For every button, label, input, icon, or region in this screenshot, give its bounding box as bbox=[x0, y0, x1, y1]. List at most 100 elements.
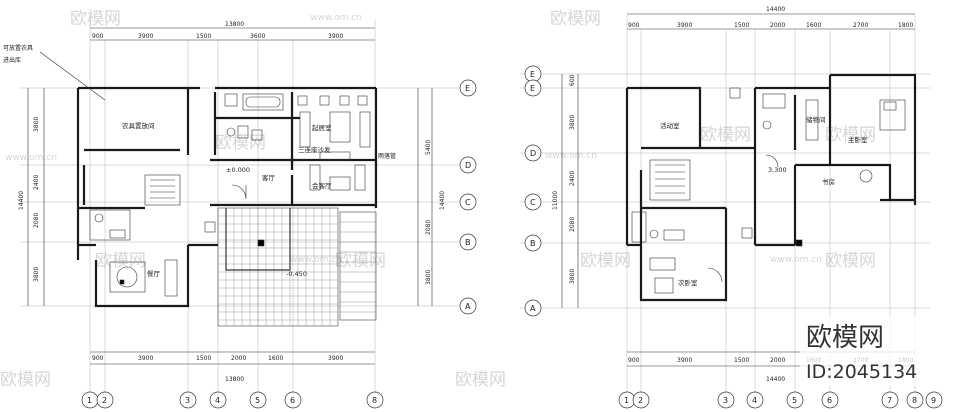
room-label-living: 起居室 bbox=[312, 123, 332, 132]
axis-label: 6 bbox=[290, 396, 295, 405]
watermark-brand: 欧模网 bbox=[0, 370, 51, 390]
note-text: 进出库 bbox=[3, 56, 21, 64]
dim-total: 13800 bbox=[225, 376, 244, 383]
right-top-dimensions: 14400 900 3900 1500 2000 1600 2700 1800 bbox=[627, 6, 915, 30]
dim: 3800 bbox=[33, 267, 40, 282]
left-bottom-dimensions: 900 3900 1500 2000 1600 3900 13800 bbox=[90, 351, 375, 383]
axis-label: A bbox=[530, 304, 536, 313]
dim: 3800 bbox=[569, 269, 576, 284]
dim-total: 14400 bbox=[18, 191, 25, 210]
left-fixtures bbox=[89, 93, 371, 297]
axis-label: C bbox=[530, 198, 536, 207]
dim-total: 14400 bbox=[766, 6, 785, 13]
watermark-site: www.om.cn bbox=[545, 151, 597, 161]
left-floor-plan: 13800 900 3900 1500 3600 3900 3800 2400 … bbox=[3, 20, 477, 409]
level-mark: -0.450 bbox=[286, 270, 307, 278]
room-label-activity: 活动室 bbox=[660, 121, 680, 130]
watermark-site: www.om.cn bbox=[770, 255, 822, 265]
brand-stamp: 欧模网 ID:2045134 bbox=[800, 316, 950, 386]
axis-label: 1 bbox=[87, 396, 92, 405]
dim: 1500 bbox=[196, 33, 211, 40]
dim-total: 14400 bbox=[439, 191, 446, 210]
dim: 900 bbox=[92, 355, 104, 362]
stamp-brand: 欧模网 bbox=[806, 323, 884, 353]
note-text: 可放置农具 bbox=[3, 44, 33, 52]
dim: 1500 bbox=[734, 22, 749, 29]
left-grid-lines bbox=[20, 20, 470, 400]
dim: 3800 bbox=[33, 117, 40, 132]
axis-label: D bbox=[465, 161, 471, 170]
dim: 1500 bbox=[196, 355, 211, 362]
watermark-brand: 欧模网 bbox=[825, 125, 876, 145]
dim: 3900 bbox=[328, 355, 343, 362]
right-axis-bubbles-left: E E D C B A bbox=[524, 65, 542, 317]
dim-total: 13800 bbox=[225, 21, 244, 28]
dim: 2000 bbox=[770, 22, 785, 29]
axis-label: 3 bbox=[185, 396, 190, 405]
left-side-dimensions: 3800 2400 2080 3800 14400 bbox=[18, 88, 45, 306]
right-walls bbox=[625, 73, 917, 302]
room-label-master: 主卧室 bbox=[848, 135, 868, 144]
axis-label: 5 bbox=[792, 396, 797, 405]
watermark-brand: 欧模网 bbox=[70, 9, 121, 29]
axis-label: D bbox=[530, 149, 536, 158]
room-label-threeseat: 三连座沙发 bbox=[298, 145, 331, 154]
dim-total: 14400 bbox=[766, 376, 785, 383]
dim: 900 bbox=[628, 357, 640, 364]
watermark-brand: 欧模网 bbox=[825, 251, 876, 271]
dim: 3900 bbox=[677, 357, 692, 364]
watermark-brand: 欧模网 bbox=[700, 125, 751, 145]
right-floor-plan: 14400 900 3900 1500 2000 1600 2700 1800 … bbox=[520, 6, 943, 409]
axis-label: 8 bbox=[912, 396, 917, 405]
room-label-study: 书房 bbox=[822, 177, 835, 186]
right-fixtures bbox=[631, 87, 906, 294]
level-mark: ±0.000 bbox=[226, 166, 250, 174]
dim: 600 bbox=[569, 74, 576, 86]
room-label-second: 次卧室 bbox=[678, 278, 698, 287]
dim: 3900 bbox=[138, 33, 153, 40]
right-side-dimensions: 600 3800 2400 2080 3800 11000 bbox=[552, 74, 579, 308]
stamp-id: ID:2045134 bbox=[806, 361, 917, 383]
room-label-reception: 会客厅 bbox=[312, 181, 332, 190]
axis-label: 5 bbox=[255, 396, 260, 405]
room-label-dining: 餐厅 bbox=[147, 269, 161, 278]
dim: 3600 bbox=[250, 33, 265, 40]
right-axis-bubbles-bottom: 1 2 3 4 5 6 7 8 9 bbox=[618, 391, 943, 409]
dim-total: 11000 bbox=[552, 191, 559, 210]
axis-label: 3 bbox=[723, 396, 728, 405]
dim: 1500 bbox=[734, 357, 749, 364]
left-axis-bubbles-bottom: 1 2 3 4 5 6 8 bbox=[81, 391, 384, 409]
dim: 2400 bbox=[33, 175, 40, 190]
axis-label: C bbox=[465, 198, 471, 207]
left-room-labels: 农具置放间 起居室 三连座沙发 会客厅 餐厅 客厅 ±0.000 -0.450 … bbox=[3, 44, 396, 278]
axis-label: 4 bbox=[752, 396, 757, 405]
room-label-guest: 客厅 bbox=[262, 173, 276, 182]
dim: 1600 bbox=[806, 22, 821, 29]
dim: 3800 bbox=[425, 270, 432, 285]
watermark-brand: 欧模网 bbox=[335, 251, 386, 271]
dim: 1600 bbox=[268, 355, 283, 362]
left-axis-bubbles-right: E D C B A bbox=[459, 79, 477, 315]
axis-label: 9 bbox=[931, 396, 936, 405]
axis-label: B bbox=[465, 238, 471, 247]
dim: 2700 bbox=[853, 22, 868, 29]
dim: 900 bbox=[628, 22, 640, 29]
watermark-site: www.om.cn bbox=[5, 153, 57, 163]
dim: 2080 bbox=[425, 220, 432, 235]
watermark-site: www.om.cn bbox=[310, 13, 362, 23]
axis-label: E bbox=[530, 84, 535, 93]
dim: 3900 bbox=[677, 22, 692, 29]
dim: 900 bbox=[92, 33, 104, 40]
watermark-brand: 欧模网 bbox=[550, 9, 601, 29]
watermark-brand: 欧模网 bbox=[580, 251, 631, 271]
watermark-brand: 欧模网 bbox=[95, 251, 146, 271]
dim: 3900 bbox=[328, 33, 343, 40]
axis-label: 8 bbox=[372, 396, 377, 405]
dim: 2080 bbox=[569, 217, 576, 232]
left-walls bbox=[76, 86, 378, 308]
axis-label: E bbox=[530, 70, 535, 79]
room-label-storage: 储物间 bbox=[806, 115, 826, 124]
level-mark: 3.300 bbox=[768, 166, 787, 174]
dim: 5400 bbox=[425, 140, 432, 155]
